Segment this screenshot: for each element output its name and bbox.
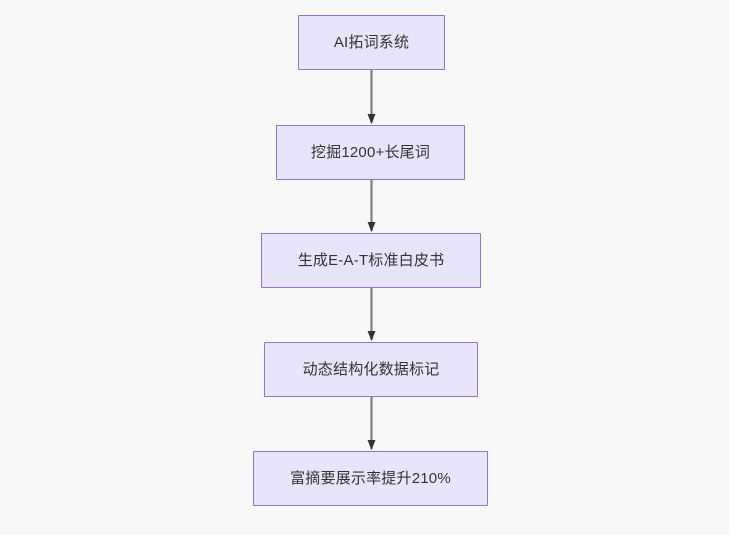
flowchart-node-ai-keyword-system[interactable]: AI拓词系统 — [298, 15, 445, 70]
node-label: 挖掘1200+长尾词 — [310, 143, 431, 161]
node-label: 富摘要展示率提升210% — [290, 469, 451, 487]
node-label: 生成E-A-T标准白皮书 — [297, 251, 445, 269]
node-label: AI拓词系统 — [333, 33, 410, 51]
node-label: 动态结构化数据标记 — [302, 360, 440, 378]
flowchart-node-dynamic-structured-data-markup[interactable]: 动态结构化数据标记 — [264, 342, 478, 397]
flowchart-node-rich-snippet-impression-lift[interactable]: 富摘要展示率提升210% — [253, 451, 488, 506]
flowchart-node-mine-longtail-keywords[interactable]: 挖掘1200+长尾词 — [276, 125, 465, 180]
flowchart-node-generate-eat-whitepaper[interactable]: 生成E-A-T标准白皮书 — [261, 233, 481, 288]
